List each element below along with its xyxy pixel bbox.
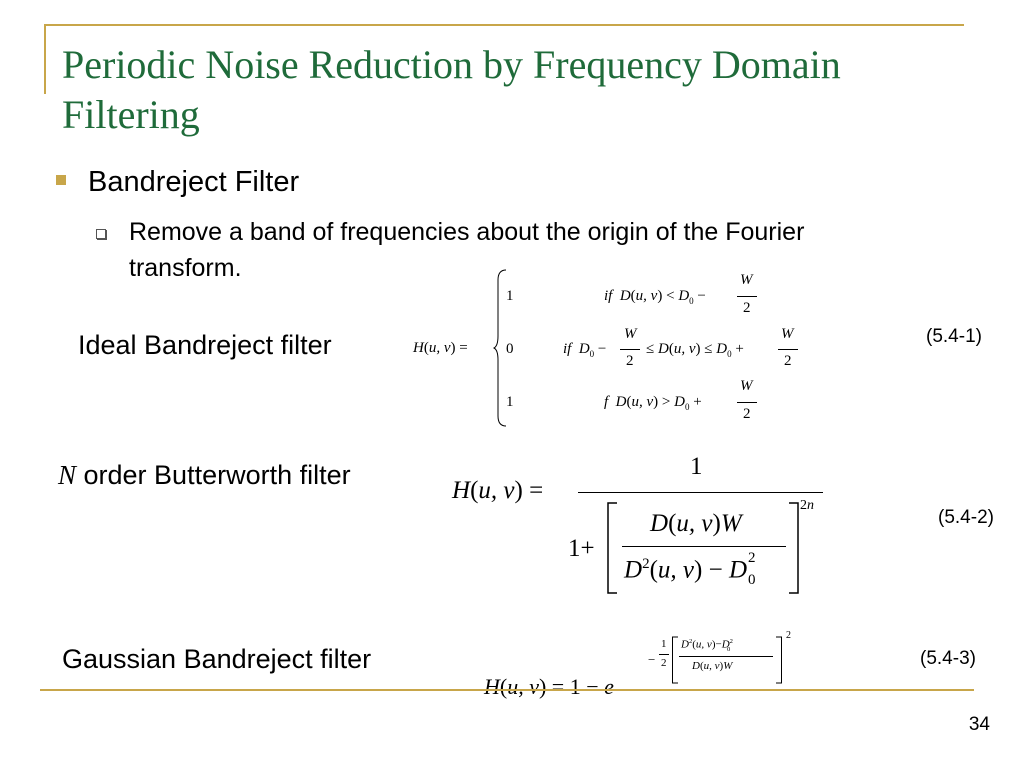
page-number: 34 — [968, 714, 990, 735]
gaussian-exp-fraction-bar — [679, 656, 773, 657]
ideal-case3-W: W — [740, 378, 753, 394]
slide-title: Periodic Noise Reduction by Frequency Do… — [62, 42, 841, 137]
gaussian-exp-half-bar — [659, 654, 669, 655]
ideal-filter-label: Ideal Bandreject filter — [78, 330, 332, 360]
bullet-level2-text: Remove a band of frequencies about the o… — [129, 218, 805, 282]
gaussian-exp-denominator: D(u, v)W — [692, 660, 733, 672]
ideal-case2-cond-a: if D0 − — [563, 341, 607, 359]
bullet-level1: Bandreject Filter — [56, 166, 299, 199]
butterworth-label-text: order Butterworth filter — [76, 460, 351, 490]
butterworth-inner-numerator: D(u, v)W — [650, 510, 742, 537]
bottom-rule — [40, 689, 974, 691]
frame-top-rule — [44, 24, 964, 26]
bullet-level1-text: Bandreject Filter — [88, 166, 300, 198]
ideal-case1-cond: if D(u, v) < D0 − — [604, 288, 706, 306]
ideal-case2-2-a: 2 — [626, 353, 634, 369]
gaussian-bracket-left — [672, 636, 678, 684]
ideal-case1-W: W — [740, 272, 753, 288]
square-bullet-icon — [56, 175, 66, 186]
gaussian-filter-label: Gaussian Bandreject filter — [62, 644, 372, 674]
gaussian-exp-numerator: D2(u, v)−D20 — [681, 638, 733, 653]
ideal-case3-value: 1 — [506, 394, 514, 410]
equation-number-3: (5.4-3) — [920, 648, 976, 669]
ideal-case1-2: 2 — [743, 300, 751, 316]
butterworth-inner-fraction-bar — [622, 546, 786, 547]
butterworth-bracket-left — [607, 502, 617, 594]
frame-left-rule — [44, 24, 46, 94]
butterworth-filter-label: N order Butterworth filter — [58, 460, 351, 491]
gaussian-exp-square: 2 — [786, 630, 791, 641]
ideal-case1-fraction-bar — [737, 296, 757, 297]
ideal-case2-W-b: W — [781, 326, 794, 342]
ideal-case2-fraction-bar-a — [620, 349, 640, 350]
ideal-case2-2-b: 2 — [784, 353, 792, 369]
ideal-case2-W-a: W — [624, 326, 637, 342]
butterworth-order-symbol: N — [58, 460, 77, 490]
butterworth-numerator: 1 — [690, 453, 703, 480]
equation-number-1: (5.4-1) — [926, 326, 982, 347]
butterworth-bracket-right — [789, 502, 799, 594]
ideal-case2-value: 0 — [506, 341, 514, 357]
gaussian-bracket-right — [776, 636, 782, 684]
ideal-case2-cond-b: ≤ D(u, v) ≤ D0 + — [646, 341, 744, 359]
butterworth-lhs: H(u, v) = — [452, 477, 544, 504]
hollow-square-bullet-icon — [96, 229, 106, 239]
ideal-case3-cond: f D(u, v) > D0 + — [604, 394, 702, 412]
ideal-filter-brace — [493, 269, 507, 427]
ideal-lhs: H(u, v) = — [413, 340, 468, 356]
butterworth-main-fraction-bar — [578, 492, 823, 493]
ideal-case3-fraction-bar — [737, 402, 757, 403]
gaussian-exp-half-denominator: 2 — [661, 657, 667, 669]
ideal-case3-2: 2 — [743, 406, 751, 422]
gaussian-exp-half-numerator: 1 — [661, 638, 667, 650]
gaussian-exp-minus: − — [648, 652, 656, 667]
gaussian-lhs: H(u, v) = 1 − e — [484, 674, 614, 699]
ideal-case1-value: 1 — [506, 288, 514, 304]
butterworth-exponent: 2n — [800, 498, 814, 513]
equation-number-2: (5.4-2) — [938, 507, 994, 528]
butterworth-one-plus: 1+ — [568, 535, 595, 562]
ideal-case2-fraction-bar-b — [778, 349, 798, 350]
